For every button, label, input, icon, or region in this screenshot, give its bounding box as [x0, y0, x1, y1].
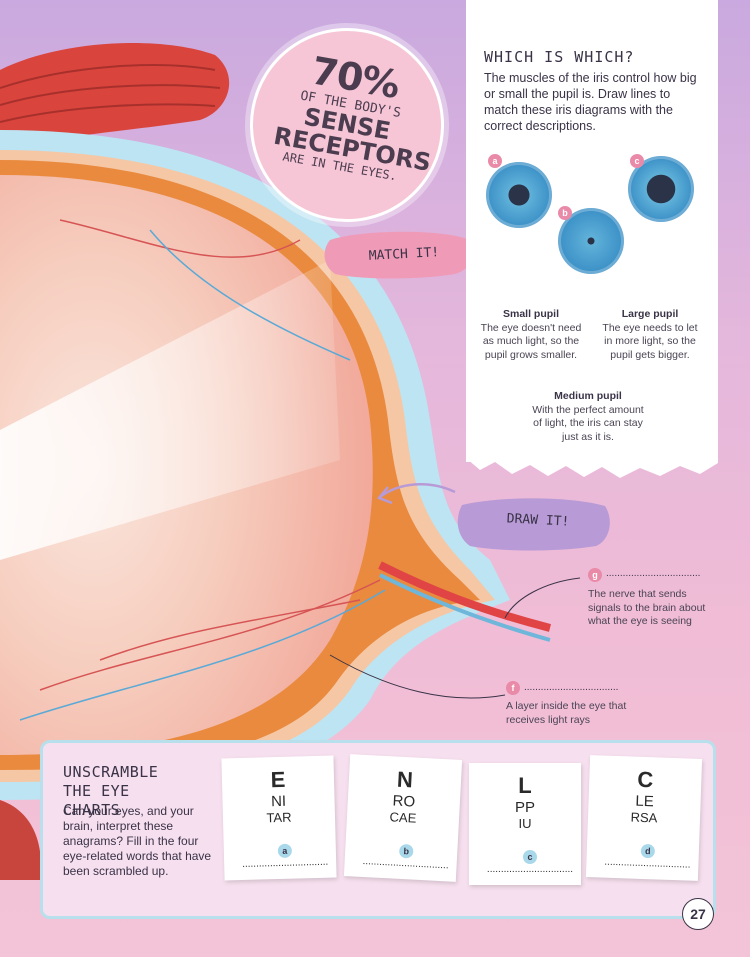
desc-large-pupil[interactable]: Large pupil The eye needs to let in more… — [598, 308, 702, 362]
chart-c-answer[interactable]: c ............................... — [479, 850, 581, 875]
desc-large-text: The eye needs to let in more light, so t… — [602, 321, 698, 361]
tag-b: b — [558, 206, 572, 220]
unscramble-panel: UNSCRAMBLE THE EYE CHARTS Can your eyes,… — [40, 740, 716, 919]
chart-a-tag: a — [277, 843, 293, 859]
desc-medium-text: With the perfect amount of light, the ir… — [532, 403, 644, 443]
iris-diagram-a[interactable] — [486, 162, 552, 228]
chart-c-row3: IU — [518, 816, 532, 831]
chart-d-tag: d — [640, 843, 656, 859]
label-text-g: The nerve that sends signals to the brai… — [588, 588, 706, 627]
chart-d-answer[interactable]: d ............................... — [596, 842, 699, 871]
match-it-pill-bg — [324, 231, 474, 279]
chart-a-blank[interactable]: ............................... — [241, 856, 329, 870]
chart-b-tag: b — [398, 843, 414, 859]
chart-d-row3: RSA — [630, 809, 658, 826]
chart-b-answer[interactable]: b ............................... — [354, 842, 457, 872]
eye-chart-b: N RO CAE b .............................… — [343, 754, 463, 882]
pointer-f — [329, 654, 506, 699]
pointer-g — [504, 577, 581, 619]
tag-a: a — [488, 154, 502, 168]
optic-nerve — [378, 561, 551, 632]
label-tag-g: g — [588, 568, 602, 582]
chart-d-row1: C — [636, 766, 654, 793]
blood-vessels — [19, 219, 386, 721]
eye-chart-d: C LE RSA d .............................… — [585, 755, 703, 881]
chart-c-row2: PP — [514, 799, 535, 816]
chart-b-blank[interactable]: ............................... — [362, 855, 449, 872]
chart-c-tag: c — [523, 850, 537, 864]
chart-c-blank[interactable]: ............................... — [486, 864, 574, 875]
tag-c: c — [630, 154, 644, 168]
chart-c-row1: L — [518, 773, 532, 798]
label-blank-f[interactable]: .................................. — [524, 682, 619, 693]
desc-small-pupil[interactable]: Small pupil The eye doesn't need as much… — [476, 308, 586, 362]
label-blank-g[interactable]: .................................. — [606, 568, 701, 579]
light-beam — [0, 260, 340, 560]
muscle-bottom — [0, 800, 41, 880]
unscramble-title: UNSCRAMBLE THE EYE CHARTS — [63, 763, 159, 819]
unscramble-text: Can your eyes, and your brain, interpret… — [63, 804, 212, 878]
which-is-which-intro: The muscles of the iris control how big … — [484, 71, 697, 133]
muscle-top — [0, 43, 230, 150]
desc-medium-heading: Medium pupil — [554, 390, 622, 402]
iris-diagram-b[interactable] — [558, 208, 624, 274]
chart-a-row3: TAR — [266, 809, 292, 826]
label-tag-f: f — [506, 681, 520, 695]
chart-d-blank[interactable]: ............................... — [604, 856, 691, 871]
page-number: 27 — [682, 898, 714, 930]
eye-chart-a: E NI TAR a .............................… — [221, 755, 337, 881]
chart-a-answer[interactable]: a ............................... — [234, 843, 337, 871]
desc-medium-pupil[interactable]: Medium pupil With the perfect amount of … — [528, 390, 648, 444]
draw-arrow — [379, 483, 456, 499]
chart-b-row1: N — [396, 766, 414, 793]
desc-small-text: The eye doesn't need as much light, so t… — [480, 321, 582, 361]
card-torn-edge — [466, 458, 718, 478]
chart-a-row1: E — [270, 766, 286, 793]
eye-chart-c: L PP IU c ..............................… — [469, 763, 581, 885]
which-is-which-card: WHICH IS WHICH? The muscles of the iris … — [466, 0, 718, 462]
desc-small-heading: Small pupil — [502, 308, 559, 320]
desc-large-heading: Large pupil — [621, 308, 679, 320]
which-is-which-title: WHICH IS WHICH? — [484, 48, 635, 66]
draw-it-pill-bg — [457, 498, 610, 551]
label-text-f: A layer inside the eye that receives lig… — [506, 700, 627, 726]
